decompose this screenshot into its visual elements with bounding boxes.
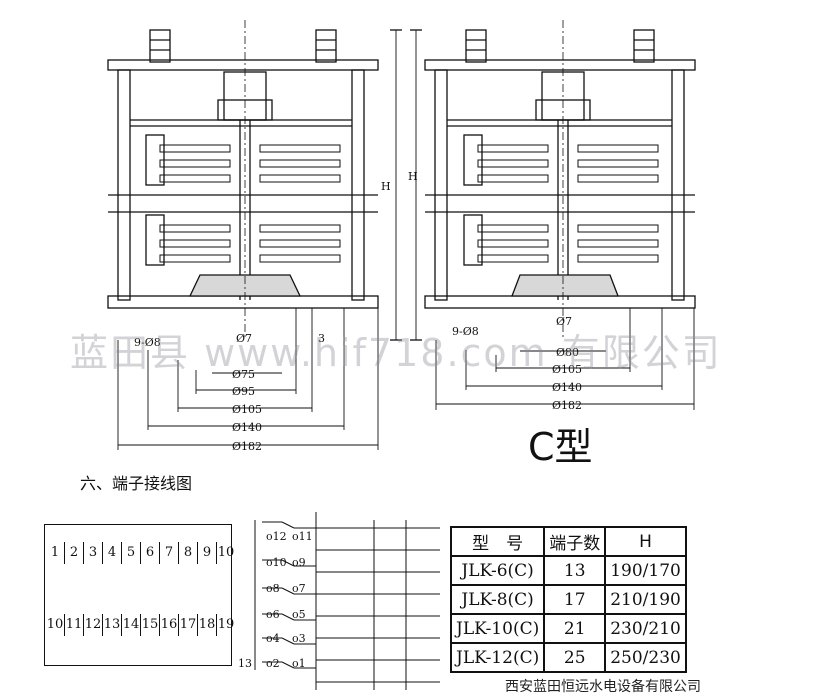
dim-right-holes: 9-Ø8 (452, 325, 479, 338)
watermark: 蓝田县 www.hif718.com 有限公司 (70, 331, 722, 375)
dim-left-d7: Ø7 (236, 332, 252, 345)
section-title: 六、端子接线图 (80, 474, 193, 493)
table-row: JLK-8(C) 17 210/190 (449, 584, 687, 615)
cell-model: JLK-8(C) (449, 584, 546, 615)
spec-table: 型 号 端子数 H JLK-6(C) 13 190/170 JLK-8(C) 1… (449, 526, 687, 673)
company-footer: 西安蓝田恒远水电设备有限公司 (505, 679, 701, 695)
wire-label-9: o9 (292, 556, 306, 569)
wire-label-4: o4 (266, 632, 280, 645)
cell-height: 190/170 (604, 555, 687, 586)
wire-label-6: o6 (266, 608, 280, 621)
header-terminals: 端子数 (543, 526, 607, 557)
cell-terminals: 17 (543, 584, 607, 615)
terminal-row-top: 1 2 3 4 5 6 7 8 9 10 (46, 542, 235, 564)
height-label-left: H (381, 180, 391, 193)
table-row: JLK-10(C) 21 230/210 (449, 613, 687, 644)
dim-right-d80: Ø80 (556, 346, 579, 359)
wire-label-2: o2 (266, 657, 280, 670)
cell-model: JLK-12(C) (449, 642, 546, 673)
type-label: C型 (528, 425, 593, 469)
terminal-block (44, 524, 232, 666)
cell-model: JLK-6(C) (449, 555, 546, 586)
right-unit-drawing (410, 20, 696, 410)
cell-terminals: 21 (543, 613, 607, 644)
wire-label-7: o7 (292, 582, 306, 595)
wire-label-1: o1 (292, 657, 306, 670)
header-height: H (604, 526, 687, 557)
terminal-row-bottom: 10 11 12 13 14 15 16 17 18 19 (46, 614, 235, 636)
terminal-cell: 10 (217, 545, 235, 560)
terminal-cell: 4 (103, 542, 122, 564)
terminal-cell: 6 (141, 542, 160, 564)
wire-label-10: o10 (266, 556, 287, 569)
terminal-cell: 16 (160, 614, 179, 636)
wire-label-12: o12 (266, 530, 287, 543)
cell-height: 230/210 (604, 613, 687, 644)
left-unit-drawing (107, 20, 402, 450)
dim-right-d105: Ø105 (552, 363, 582, 376)
height-label-right: H (408, 170, 418, 183)
wire-label-13: 13 (238, 657, 252, 670)
dim-left-d75: Ø75 (232, 368, 255, 381)
terminal-cell: 12 (84, 614, 103, 636)
terminal-cell: 17 (179, 614, 198, 636)
cell-height: 250/230 (604, 642, 687, 673)
cell-height: 210/190 (604, 584, 687, 615)
table-row: JLK-6(C) 13 190/170 (449, 555, 687, 586)
terminal-cell: 15 (141, 614, 160, 636)
dim-right-d140: Ø140 (552, 381, 582, 394)
dim-left-d140: Ø140 (232, 421, 262, 434)
terminal-cell: 2 (65, 542, 84, 564)
terminal-cell: 8 (179, 542, 198, 564)
wire-label-5: o5 (292, 608, 306, 621)
dim-left-d105: Ø105 (232, 403, 262, 416)
terminal-cell: 5 (122, 542, 141, 564)
spec-header-row: 型 号 端子数 H (449, 526, 687, 557)
terminal-cell: 13 (103, 614, 122, 636)
terminal-cell: 7 (160, 542, 179, 564)
dim-left-d95: Ø95 (232, 385, 255, 398)
cell-model: JLK-10(C) (449, 613, 546, 644)
dim-left-holes: 9-Ø8 (134, 336, 161, 349)
dim-right-d182: Ø182 (552, 399, 582, 412)
wire-label-3: o3 (292, 632, 306, 645)
table-row: JLK-12(C) 25 250/230 (449, 642, 687, 673)
terminal-cell: 11 (65, 614, 84, 636)
dim-left-d182: Ø182 (232, 440, 262, 453)
dim-right-d7: Ø7 (556, 315, 572, 328)
cell-terminals: 25 (543, 642, 607, 673)
cell-terminals: 13 (543, 555, 607, 586)
dim-left-3: 3 (318, 332, 325, 345)
terminal-cell: 10 (46, 614, 65, 636)
terminal-cell: 3 (84, 542, 103, 564)
terminal-cell: 18 (198, 614, 217, 636)
wiring-schematic (254, 512, 440, 690)
terminal-cell: 19 (217, 617, 235, 632)
wire-label-11: o11 (292, 530, 313, 543)
terminal-cell: 1 (46, 542, 65, 564)
wire-label-8: o8 (266, 582, 280, 595)
header-model: 型 号 (449, 526, 546, 557)
terminal-cell: 14 (122, 614, 141, 636)
terminal-cell: 9 (198, 542, 217, 564)
